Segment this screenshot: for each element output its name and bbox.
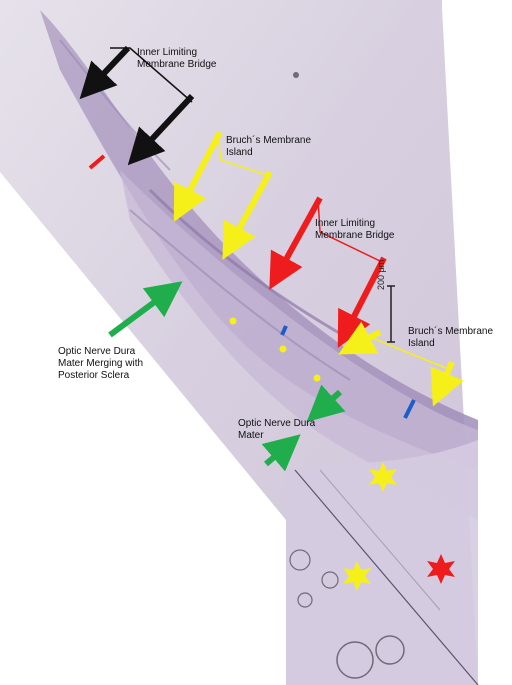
green-arrow [108, 281, 183, 338]
red-arrow [269, 196, 323, 290]
air-bubble [336, 641, 374, 679]
yellow-arrow [430, 360, 464, 407]
dark-fiber-streak [148, 188, 361, 347]
yellow-star [343, 561, 371, 591]
air-bubble [321, 571, 339, 589]
separator-line [294, 469, 479, 685]
scale-bar-label: 200 µm [376, 259, 386, 290]
green-arrow [306, 384, 346, 423]
air-bubble [297, 592, 313, 608]
black-arrow [127, 93, 195, 166]
red-bracket-line [317, 197, 383, 263]
green-arrow [261, 434, 301, 472]
black-arrow [79, 45, 131, 100]
yellow-dot [229, 317, 237, 325]
red-marker [88, 154, 106, 170]
dark-fiber-streak [129, 209, 351, 381]
optic-nerve-tissue [286, 440, 478, 685]
yellow-bracket-line [217, 135, 271, 177]
yellow-arrow [173, 130, 223, 223]
separator-line [319, 469, 441, 611]
blue-marker [403, 399, 416, 419]
yellow-arrow [338, 321, 382, 355]
yellow-star [369, 462, 397, 492]
yellow-dot [313, 374, 321, 382]
blue-marker [280, 325, 288, 336]
yellow-arrow [222, 170, 273, 260]
red-arrow [337, 256, 387, 349]
dust-speck [293, 72, 299, 78]
air-bubble [289, 549, 311, 571]
yellow-dot [279, 345, 287, 353]
air-bubble [375, 635, 405, 665]
red-star [427, 554, 455, 584]
black-bracket-line [110, 47, 193, 103]
